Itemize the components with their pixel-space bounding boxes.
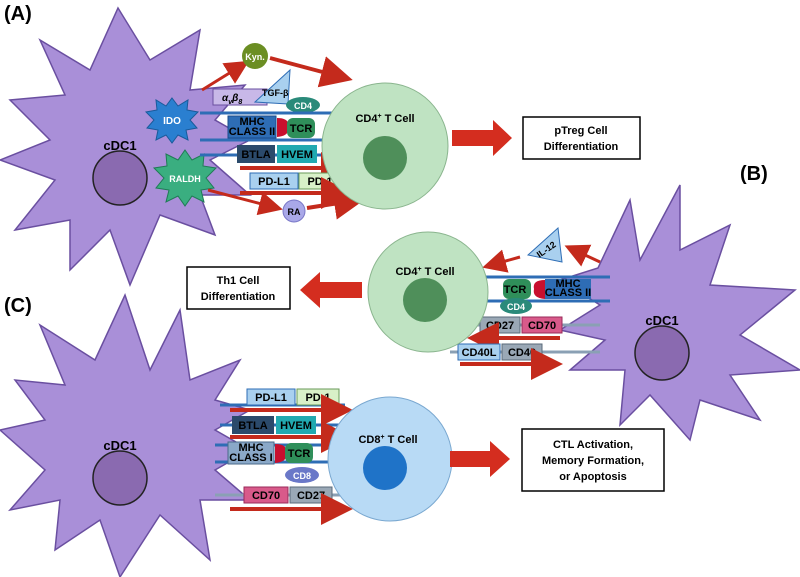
pdl1-label-c: PD-L1 — [255, 392, 287, 404]
dendritic-cell-b — [558, 184, 800, 442]
mhc-class1-c — [227, 441, 275, 465]
big-arrow-c — [450, 441, 510, 477]
ra-molecule — [282, 199, 306, 223]
outcome-c-line3: or Apoptosis — [559, 471, 626, 483]
raldh-burst — [152, 149, 218, 207]
panel-label-c: (C) — [4, 295, 32, 317]
mhc-label-b2: CLASS II — [545, 287, 591, 299]
dc-label-c: cDC1 — [103, 438, 136, 453]
cd4-label-b: CD4 — [507, 302, 525, 312]
mhc-label-b1: MHC — [555, 278, 580, 290]
raldh-label: RALDH — [169, 174, 201, 184]
dc-nucleus-a — [92, 150, 148, 206]
dc-label-b: cDC1 — [645, 313, 678, 328]
outcome-box-a — [522, 116, 641, 160]
tgfb-triangle — [253, 68, 291, 105]
dendritic-cell-a — [0, 6, 252, 288]
panel-label-b: (B) — [740, 163, 768, 185]
ido-to-kyn-arrow — [201, 60, 250, 92]
cd4-t-cell-nucleus-a — [363, 136, 407, 180]
big-arrow-a — [452, 120, 512, 156]
mhc-label-c2: CLASS I — [229, 452, 272, 464]
outcome-box-b — [186, 266, 291, 310]
cd40l-b — [457, 343, 501, 361]
tcr-red-b — [533, 280, 545, 299]
panel-label-a: (A) — [4, 3, 32, 25]
cd70-label-b: CD70 — [528, 320, 556, 332]
ido-burst — [144, 97, 200, 144]
mhc-class2-a — [227, 115, 277, 139]
mhc-label-a1: MHC — [239, 116, 264, 128]
tcr-a — [287, 118, 315, 138]
il12-triangle — [526, 226, 563, 263]
outcome-c-line1: CTL Activation, — [553, 439, 633, 451]
btla-c — [232, 416, 274, 434]
cd4-marker-b — [500, 298, 532, 314]
dc-nucleus-c — [92, 450, 148, 506]
ido-label: IDO — [163, 116, 181, 127]
tcr-label-a: TCR — [290, 123, 313, 135]
cd8-label: CD8 — [293, 471, 311, 481]
cd40-label-b: CD40 — [508, 347, 536, 359]
cd70-label-c: CD70 — [252, 490, 280, 502]
btla-label-c: BTLA — [238, 420, 267, 432]
kyn-molecule — [242, 43, 268, 69]
tcr-b — [503, 279, 531, 299]
dc-label-a: cDC1 — [103, 138, 136, 153]
tcr-c — [285, 443, 313, 463]
raldh-to-ra-arrow — [207, 188, 283, 216]
cd4-t-cell-nucleus-b — [403, 278, 447, 322]
il12-arrow-out — [482, 249, 521, 273]
kyn-arrow — [269, 56, 353, 88]
cd27-label-c: CD27 — [297, 490, 325, 502]
dendritic-cell-c — [0, 292, 253, 577]
hvem-c — [276, 416, 316, 434]
outcome-b-line1: Th1 Cell — [217, 275, 260, 287]
pd1-label-c: PD-1 — [305, 392, 330, 404]
tcr-red-c — [275, 444, 287, 463]
big-arrow-b — [300, 272, 362, 308]
outcome-c-line2: Memory Formation, — [542, 455, 644, 467]
pdl1-c — [246, 388, 296, 406]
outcome-b-line2: Differentiation — [201, 291, 276, 303]
btla-a — [237, 145, 275, 163]
hvem-label-c: HVEM — [280, 420, 312, 432]
cd4-t-cell-label-b: CD4+ T Cell — [395, 266, 454, 278]
cd4-t-cell-label-a: CD4+ T Cell — [355, 113, 414, 125]
tcr-label-c: TCR — [288, 448, 311, 460]
hvem-a — [277, 145, 317, 163]
outcome-a-line1: pTreg Cell — [554, 125, 607, 137]
mhc-label-a2: CLASS II — [229, 126, 275, 138]
tcr-label-b: TCR — [504, 284, 527, 296]
outcome-a-line2: Differentiation — [544, 141, 619, 153]
mhc-class2-b — [545, 279, 591, 299]
il12-arrow-in — [564, 244, 601, 267]
cd8-t-cell-label: CD8+ T Cell — [358, 434, 417, 446]
mhc-label-c1: MHC — [238, 442, 263, 454]
ra-arrow — [306, 187, 366, 220]
cd8-marker — [285, 467, 319, 483]
pdl1-label-a: PD-L1 — [258, 176, 290, 188]
pd1-label-a: PD-1 — [307, 176, 332, 188]
dc-nucleus-b — [634, 325, 690, 381]
tgfb-label: TGF-β — [262, 88, 289, 98]
outcome-box-c — [521, 428, 665, 492]
pdl1-a — [249, 172, 299, 190]
cd70-b — [521, 316, 563, 334]
ra-label: RA — [288, 207, 301, 217]
tcr-red-a — [277, 118, 289, 137]
integrin-label: αvβ8 — [222, 93, 242, 106]
cd70-c — [243, 486, 289, 504]
kyn-label: Kyn. — [245, 52, 265, 62]
cd27-label-b: CD27 — [486, 320, 514, 332]
hvem-label-a: HVEM — [281, 149, 313, 161]
cd4-marker-a — [286, 97, 320, 113]
cd8-t-cell-nucleus — [363, 446, 407, 490]
cd40l-label-b: CD40L — [462, 347, 497, 359]
btla-label-a: BTLA — [241, 149, 270, 161]
cd4-label-a: CD4 — [294, 101, 312, 111]
